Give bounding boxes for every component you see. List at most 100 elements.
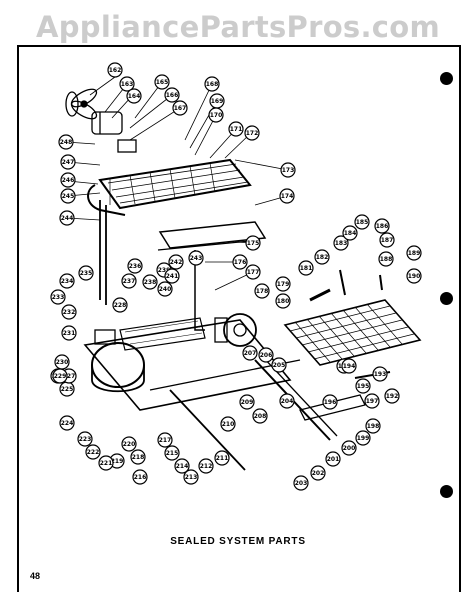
svg-text:236: 236 xyxy=(129,263,142,270)
svg-text:178: 178 xyxy=(256,288,269,295)
callout-218: 218 xyxy=(130,449,146,465)
svg-text:196: 196 xyxy=(324,399,337,406)
callout-199: 199 xyxy=(355,430,371,446)
fan-blade xyxy=(65,88,98,120)
condenser-coil xyxy=(87,158,252,216)
callout-193: 193 xyxy=(372,366,388,382)
svg-text:202: 202 xyxy=(312,470,325,477)
svg-text:173: 173 xyxy=(282,167,295,174)
callout-171: 171 xyxy=(228,121,244,137)
svg-text:216: 216 xyxy=(134,474,147,481)
svg-text:210: 210 xyxy=(222,421,235,428)
callout-172: 172 xyxy=(244,125,260,141)
svg-text:187: 187 xyxy=(381,237,394,244)
svg-text:243: 243 xyxy=(190,255,203,262)
svg-text:227: 227 xyxy=(63,373,76,380)
svg-text:172: 172 xyxy=(246,130,259,137)
callout-216: 216 xyxy=(132,469,148,485)
svg-text:180: 180 xyxy=(277,298,290,305)
callout-232: 232 xyxy=(61,304,77,320)
svg-text:165: 165 xyxy=(156,79,169,86)
callout-192: 192 xyxy=(384,388,400,404)
callout-243: 243 xyxy=(188,250,204,266)
callout-174: 174 xyxy=(279,188,295,204)
callout-195: 195 xyxy=(355,378,371,394)
svg-text:168: 168 xyxy=(206,81,219,88)
callout-236: 236 xyxy=(127,258,143,274)
callout-246: 246 xyxy=(60,172,76,188)
callout-221: 221 xyxy=(98,455,114,471)
svg-text:221: 221 xyxy=(100,460,113,467)
svg-text:220: 220 xyxy=(123,441,136,448)
svg-text:200: 200 xyxy=(343,445,356,452)
callout-212: 212 xyxy=(198,458,214,474)
callout-200: 200 xyxy=(341,440,357,456)
svg-text:185: 185 xyxy=(356,219,369,226)
callout-244: 244 xyxy=(59,210,75,226)
svg-text:205: 205 xyxy=(273,362,286,369)
callout-241: 241 xyxy=(164,268,180,284)
callout-165: 165 xyxy=(154,74,170,90)
fan-motor xyxy=(91,111,137,153)
callout-176: 176 xyxy=(232,254,248,270)
callout-180: 180 xyxy=(275,293,291,309)
callout-237: 237 xyxy=(121,273,137,289)
svg-text:229: 229 xyxy=(54,373,67,380)
svg-text:235: 235 xyxy=(80,270,93,277)
callout-209: 209 xyxy=(239,394,255,410)
svg-text:195: 195 xyxy=(357,383,370,390)
callout-229: 229 xyxy=(52,368,68,384)
motor-assembly xyxy=(214,313,257,347)
svg-text:223: 223 xyxy=(79,436,92,443)
svg-text:167: 167 xyxy=(174,105,187,112)
svg-text:206: 206 xyxy=(260,352,273,359)
callout-204: 204 xyxy=(279,393,295,409)
machine-compartment-base xyxy=(83,317,301,411)
svg-text:188: 188 xyxy=(380,256,393,263)
svg-text:193: 193 xyxy=(374,371,387,378)
callout-189: 189 xyxy=(406,245,422,261)
callout-223: 223 xyxy=(77,431,93,447)
svg-text:175: 175 xyxy=(247,240,260,247)
watermark: AppliancePartsPros.com xyxy=(35,10,441,44)
callout-167: 167 xyxy=(172,100,188,116)
binder-hole-middle xyxy=(440,292,453,305)
svg-text:194: 194 xyxy=(343,363,356,370)
svg-text:211: 211 xyxy=(216,455,229,462)
callout-231: 231 xyxy=(61,325,77,341)
svg-text:222: 222 xyxy=(87,449,100,456)
callout-234: 234 xyxy=(59,273,75,289)
svg-text:247: 247 xyxy=(62,159,75,166)
page-frame xyxy=(17,45,461,592)
callout-196: 196 xyxy=(322,394,338,410)
svg-text:198: 198 xyxy=(367,423,380,430)
callout-181: 181 xyxy=(298,260,314,276)
callout-225: 225 xyxy=(59,381,75,397)
svg-text:186: 186 xyxy=(376,223,389,230)
svg-text:241: 241 xyxy=(166,273,179,280)
svg-text:248: 248 xyxy=(60,139,73,146)
callout-205: 205 xyxy=(271,357,287,373)
svg-text:197: 197 xyxy=(366,398,379,405)
callout-202: 202 xyxy=(310,465,326,481)
svg-text:163: 163 xyxy=(121,81,134,88)
callout-217: 217 xyxy=(157,432,173,448)
svg-text:238: 238 xyxy=(144,279,157,286)
callout-177: 177 xyxy=(245,264,261,280)
svg-text:213: 213 xyxy=(185,474,198,481)
svg-text:201: 201 xyxy=(327,456,340,463)
svg-text:242: 242 xyxy=(170,259,183,266)
callouts: 162 163 164 165 166 167 168 169 170 171 … xyxy=(50,62,422,491)
svg-text:217: 217 xyxy=(159,437,172,444)
callout-207: 207 xyxy=(242,345,258,361)
svg-text:208: 208 xyxy=(254,413,267,420)
svg-text:164: 164 xyxy=(128,93,141,100)
binder-hole-top xyxy=(440,72,453,85)
callout-240: 240 xyxy=(157,281,173,297)
svg-text:204: 204 xyxy=(281,398,294,405)
svg-text:182: 182 xyxy=(316,254,329,261)
callout-248: 248 xyxy=(58,134,74,150)
svg-text:234: 234 xyxy=(61,278,74,285)
